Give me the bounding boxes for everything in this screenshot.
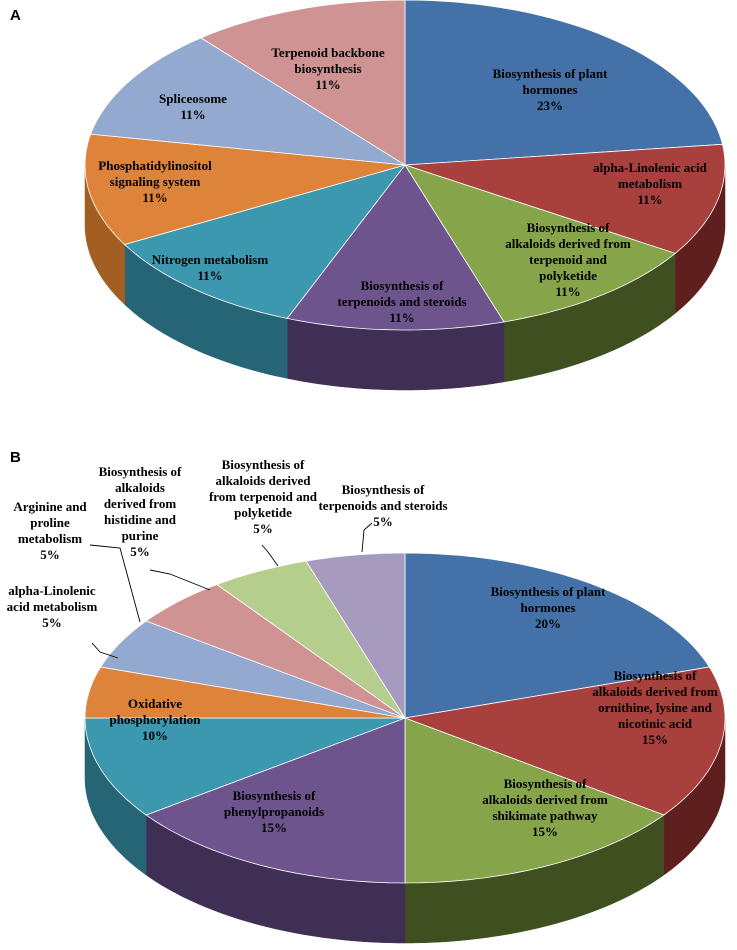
slice-percent: 11% [637, 192, 662, 207]
pie-slice-biosynthesis-of-alkaloids-derived-from-terpenoid-and-polyketide [216, 560, 406, 719]
slice-percent: 10% [142, 728, 168, 743]
pie-slices [84, 0, 726, 331]
pie-slice-biosynthesis-of-terpenoids-and-steroids [286, 164, 505, 331]
slice-percent: 15% [532, 824, 558, 839]
pie-slice-biosynthesis-of-alkaloids-derived-from-terpenoid-and-polyketide [404, 164, 677, 323]
slice-percent: 23% [537, 98, 563, 113]
pie-slice-alpha-linolenic-acid-metabolism [404, 143, 726, 254]
panel-label: B [10, 449, 21, 466]
slice-percent: 11% [389, 310, 414, 325]
pie-slice-terpenoid-backbone-biosynthesis [200, 0, 406, 166]
slice-percent: 11% [180, 107, 205, 122]
pie-slice-phosphatidylinositol-signaling-system [84, 133, 406, 245]
pie-slice-biosynthesis-of-alkaloids-derived-from-histidine-and-purine [145, 584, 406, 719]
pie-slice-biosynthesis-of-alkaloids-derived-from-ornithine-lysine-and-nicotinic-acid [403, 666, 726, 816]
slice-percent: 11% [197, 268, 222, 283]
leader-line-biosynthesis-of-alkaloids-derived-from-terpenoid-and-polyketide [261, 544, 279, 567]
pie-side-walls [84, 165, 726, 391]
leader-line-alpha-linolenic-acid-metabolism [91, 642, 119, 659]
pie-slice-biosynthesis-of-plant-hormones [404, 0, 724, 166]
slice-percent: 5% [253, 521, 273, 536]
pie-slices [84, 552, 726, 884]
pie-slice-biosynthesis-of-plant-hormones [404, 552, 710, 719]
leader-line-biosynthesis-of-terpenoids-and-steroids [361, 522, 373, 553]
slice-percent: 5% [130, 544, 150, 559]
slice-percent: 5% [40, 547, 60, 562]
pie-slice-spliceosome [90, 37, 406, 166]
leader-line-biosynthesis-of-alkaloids-derived-from-histidine-and-purine [149, 569, 211, 591]
slice-percent: 11% [555, 284, 580, 299]
slice-percent: 11% [142, 190, 167, 205]
leader-line-arginine-and-proline-metabolism [89, 544, 141, 623]
pie-slice-alpha-linolenic-acid-metabolism [84, 666, 406, 719]
pie-slice-oxidative-phosphorylation [84, 717, 406, 816]
pie-slice-biosynthesis-of-alkaloids-derived-from-shikimate-pathway [404, 717, 665, 884]
slice-percent: 20% [535, 616, 561, 631]
pie-slice-arginine-and-proline-metabolism [100, 620, 406, 719]
pie-slice-biosynthesis-of-phenylpropanoids [145, 717, 406, 884]
slice-percent: 15% [261, 820, 287, 835]
slice-percent: 11% [315, 77, 340, 92]
panel-label: A [10, 7, 21, 24]
slice-percent: 5% [42, 615, 62, 630]
slice-percent: 15% [642, 732, 668, 747]
pie-slice-biosynthesis-of-terpenoids-and-steroids [305, 552, 406, 720]
slice-percent: 5% [373, 514, 393, 529]
pie-slice-nitrogen-metabolism [123, 164, 407, 319]
